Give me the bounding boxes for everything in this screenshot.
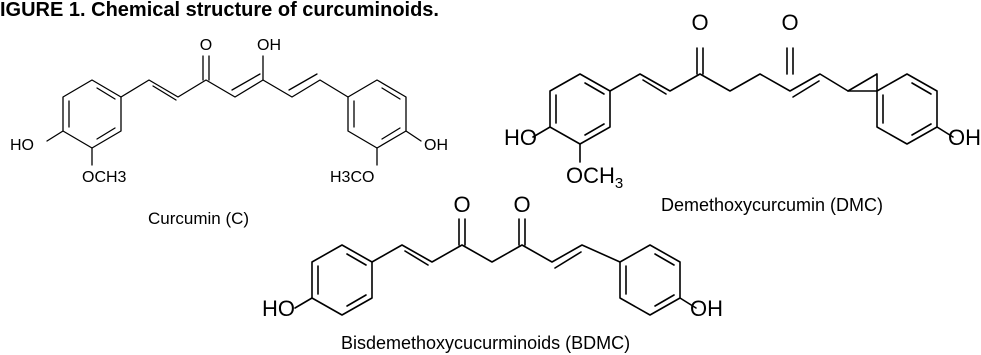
curcumin-structure: O OH HO OCH3 OH H3CO	[10, 37, 448, 186]
bisdemethoxycurcumin-structure: O O HO OH	[262, 192, 723, 321]
bdmc-right-ring	[619, 244, 681, 316]
bdmc-keto-oxygen-1: O	[453, 192, 470, 217]
bdmc-right-hydroxyl: OH	[690, 296, 723, 321]
bdmc-keto-oxygen-2: O	[513, 192, 530, 217]
curcumin-keto-oxygen: O	[200, 37, 212, 54]
bdmc-left-hydroxyl: HO	[262, 296, 295, 321]
curcumin-left-ring	[62, 79, 122, 149]
curcumin-chain	[120, 55, 349, 101]
curcumin-right-ring	[347, 79, 407, 149]
curcumin-left-methoxy: OCH3	[82, 169, 127, 186]
bdmc-caption: Bisdemethoxycucurminoids (BDMC)	[341, 333, 630, 353]
figure-title: IGURE 1. Chemical structure of curcumino…	[0, 0, 439, 21]
dmc-left-methoxy: OCH3	[566, 163, 623, 192]
curcumin-enol-hydroxyl: OH	[257, 37, 281, 54]
dmc-left-hydroxyl: HO	[504, 125, 537, 150]
dmc-left-ring	[549, 73, 611, 145]
bdmc-chain	[371, 218, 621, 269]
curcumin-right-methoxy: H3CO	[330, 169, 374, 186]
curcumin-left-hydroxyl: HO	[10, 137, 34, 154]
curcumin-right-hydroxyl: OH	[424, 137, 448, 154]
dmc-right-hydroxyl: OH	[948, 125, 981, 150]
bdmc-substituents	[294, 297, 697, 309]
dmc-keto-oxygen-2: O	[781, 10, 798, 35]
dmc-substituents	[532, 126, 954, 163]
dmc-caption: Demethoxycurcumin (DMC)	[661, 195, 883, 215]
curcumin-caption: Curcumin (C)	[148, 209, 249, 228]
dmc-right-ring	[876, 73, 938, 145]
bdmc-left-ring	[311, 244, 373, 316]
dmc-chain	[609, 47, 878, 98]
demethoxycurcumin-structure: O O HO OCH3 OH	[504, 10, 981, 192]
curcumin-substituents	[46, 130, 422, 166]
dmc-keto-oxygen-1: O	[691, 10, 708, 35]
